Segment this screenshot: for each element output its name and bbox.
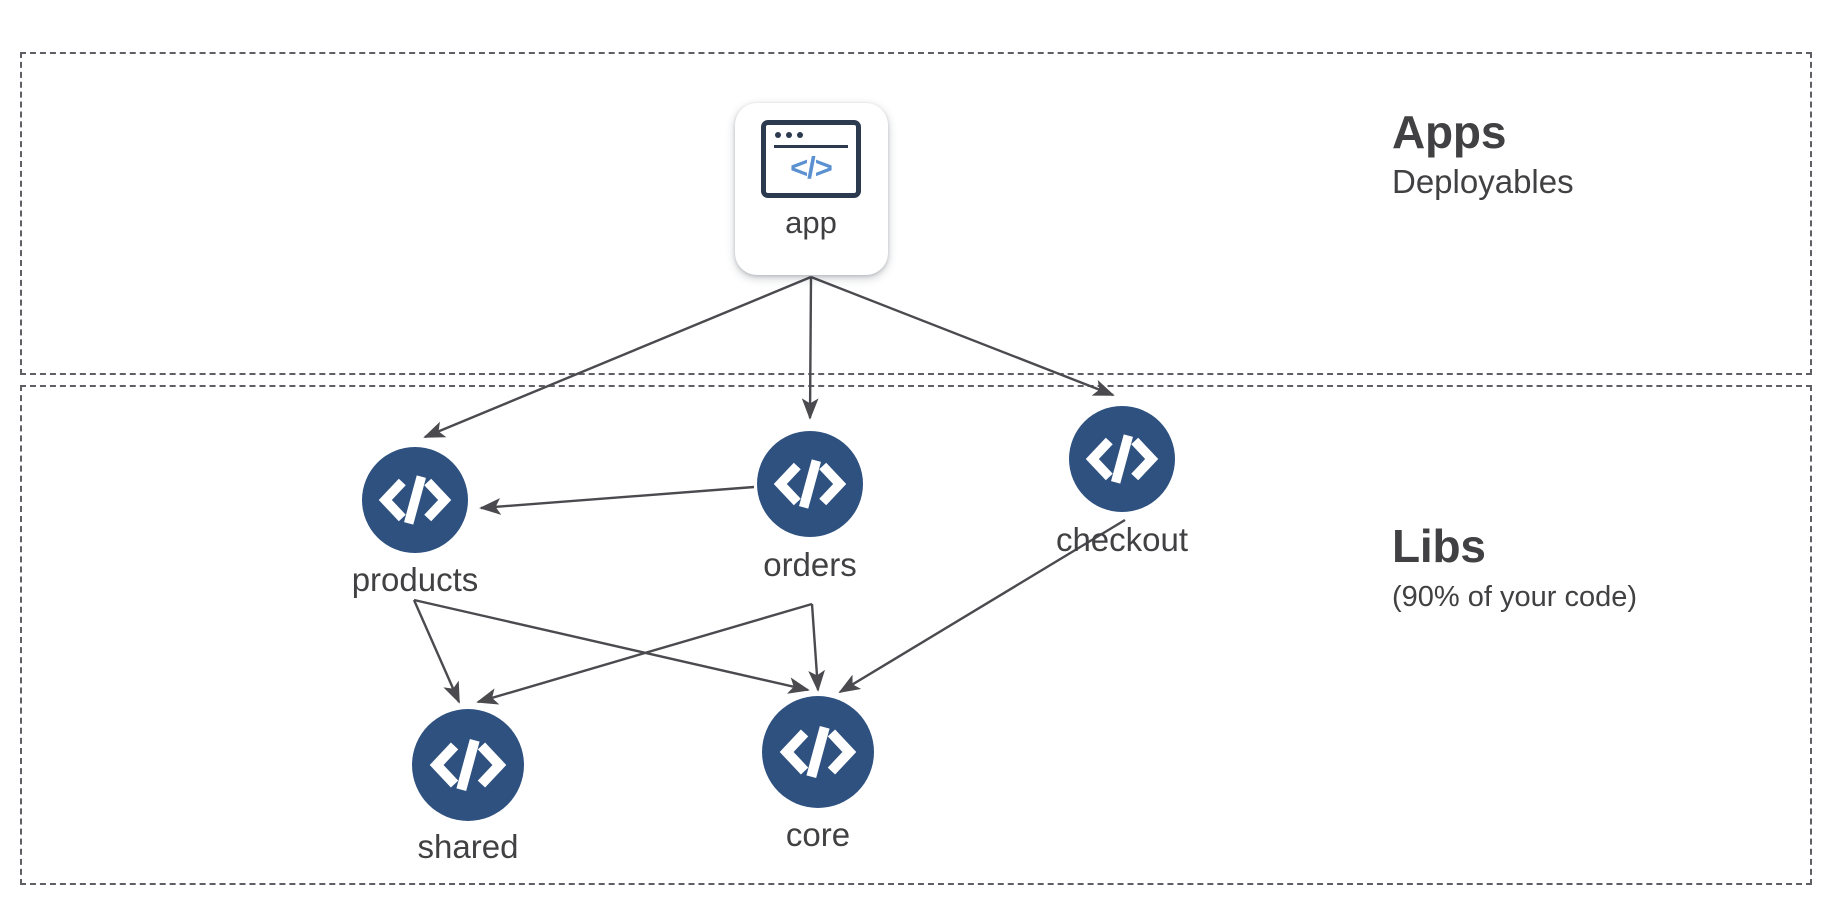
legend-apps-title: Apps: [1392, 106, 1507, 158]
code-brackets-icon: [773, 459, 847, 509]
section-frame-apps: [20, 52, 1812, 375]
legend-apps: Apps Deployables: [1392, 106, 1574, 200]
node-checkout-circle[interactable]: [1069, 406, 1175, 512]
node-app-label: app: [785, 205, 837, 240]
code-brackets-icon: </>: [790, 149, 833, 185]
node-shared-circle[interactable]: [412, 709, 524, 821]
legend-libs: Libs (90% of your code): [1392, 520, 1638, 613]
node-products-label: products: [351, 561, 479, 598]
node-products-circle[interactable]: [362, 447, 468, 553]
browser-window-icon: </>: [761, 120, 861, 198]
node-shared-label: shared: [417, 828, 519, 865]
section-frame-libs: [20, 385, 1812, 885]
code-brackets-icon: [779, 726, 857, 778]
node-app[interactable]: </> app: [734, 103, 888, 275]
legend-apps-subtitle: Deployables: [1392, 162, 1574, 200]
code-brackets-icon: [429, 739, 507, 791]
legend-libs-subtitle: (90% of your code): [1392, 580, 1638, 613]
node-core-circle[interactable]: [762, 696, 874, 808]
legend-libs-title: Libs: [1392, 520, 1486, 572]
node-checkout-label: checkout: [1055, 521, 1189, 558]
node-core-label: core: [785, 816, 851, 853]
browser-dots-icon: [775, 132, 803, 138]
node-orders-label: orders: [763, 546, 857, 583]
node-orders-circle[interactable]: [757, 431, 863, 537]
browser-titlebar-rule: [774, 145, 848, 148]
code-brackets-icon: [378, 475, 452, 525]
code-brackets-icon: [1085, 434, 1159, 484]
